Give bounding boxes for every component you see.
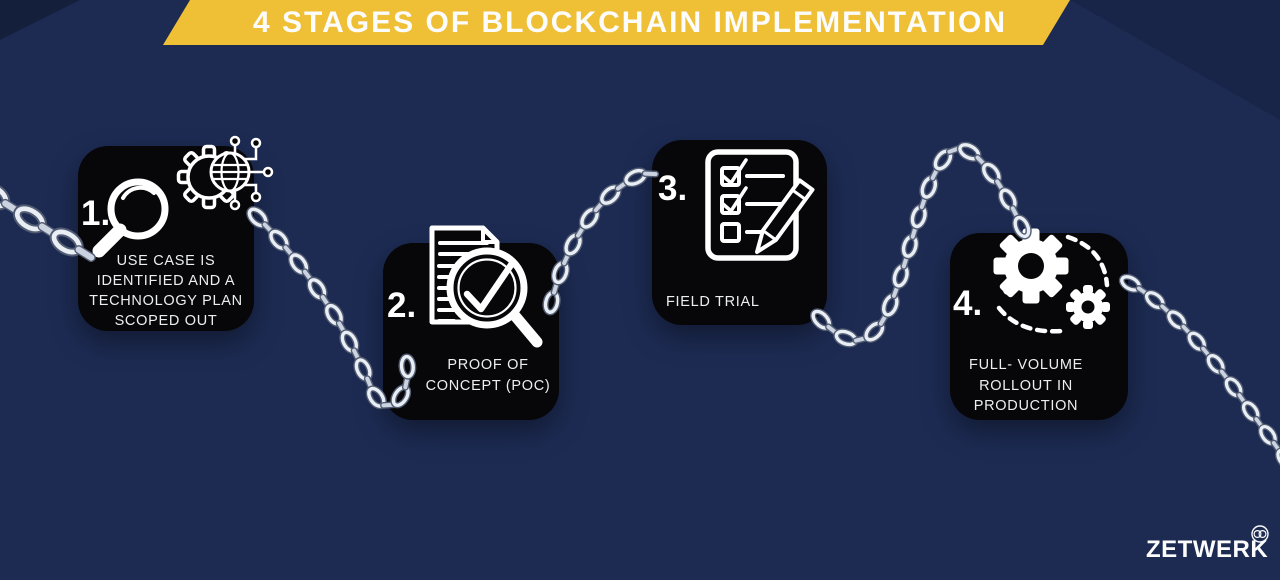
stage-label-3: FIELD TRIAL [666, 294, 760, 310]
banner-title: 4 STAGES OF BLOCKCHAIN IMPLEMENTATION [253, 6, 1007, 39]
checklist-pencil-icon [705, 149, 815, 261]
dual-gears-icon [993, 228, 1110, 334]
document-review-icon [429, 225, 543, 348]
corner-shade-top-left [0, 0, 80, 40]
stage-number-2: 2. [387, 286, 417, 325]
stage-card-3: 3. FIELD TRIAL [652, 140, 827, 325]
stage-label-1: USE CASE IS IDENTIFIED AND A TECHNOLOGY … [89, 253, 243, 329]
pencil [755, 178, 815, 254]
magnifying-glass-icon [92, 178, 169, 258]
check-marks [721, 158, 748, 213]
globe [209, 151, 251, 193]
corner-shade-top-right [1070, 0, 1280, 120]
stage-label-2: PROOF OF CONCEPT (POC) [425, 357, 551, 394]
stage-number-4: 4. [953, 284, 983, 323]
zetwerk-logo: ZETWERK [1146, 536, 1269, 563]
dashed-cycle-arcs [996, 234, 1110, 334]
zetwerk-logo-mark-icon [1251, 525, 1269, 543]
stage-number-3: 3. [658, 169, 688, 208]
stage-card-4: 4. FULL- VOLUME ROLLOUT IN PRODUCTION [950, 228, 1128, 420]
stage-number-1: 1. [81, 194, 111, 233]
network-nodes [229, 135, 274, 211]
stage-card-1: 1. [78, 135, 274, 331]
stage-card-2: 2. PROOF OF CONCEPT (POC) [383, 225, 559, 420]
gear-globe-network-icon [176, 135, 274, 211]
stage-label-4: FULL- VOLUME ROLLOUT IN PRODUCTION [969, 357, 1083, 414]
